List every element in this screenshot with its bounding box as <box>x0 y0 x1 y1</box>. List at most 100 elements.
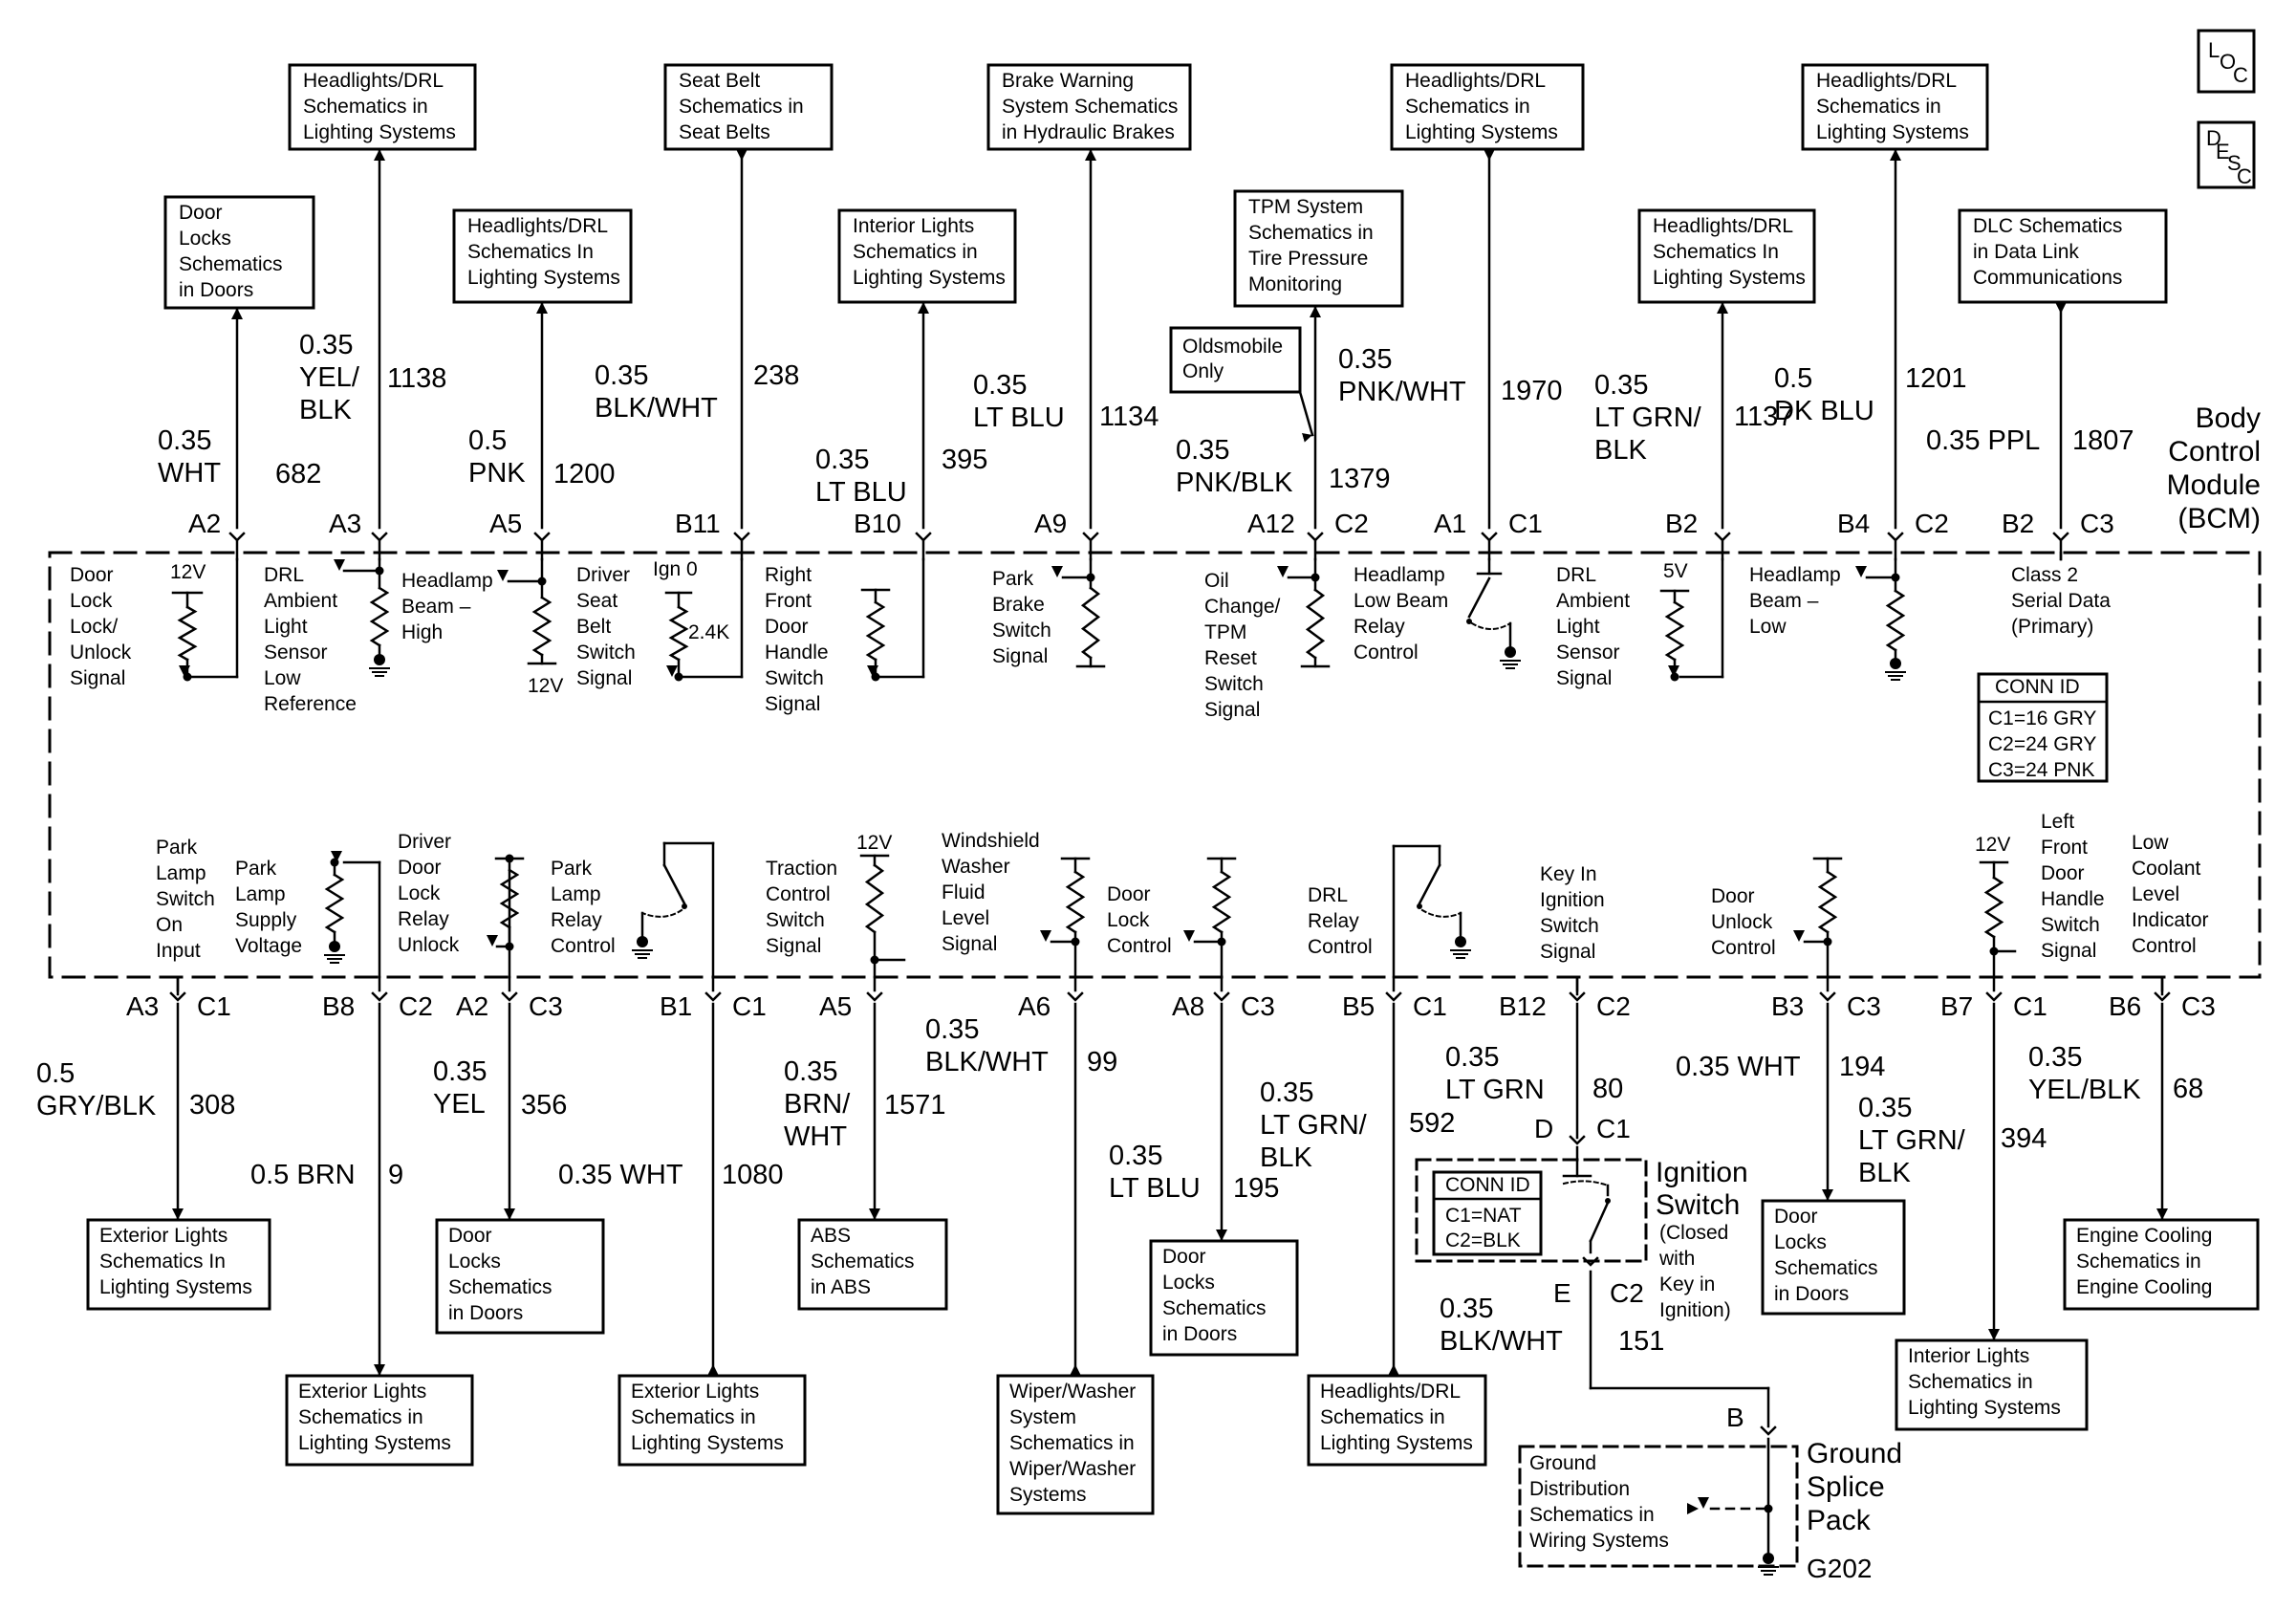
connector-id: C2 <box>399 991 433 1021</box>
internal-label-line: Lamp <box>551 883 601 905</box>
ignition-note-line: with <box>1658 1248 1695 1270</box>
arrow-right-icon <box>1698 1497 1709 1509</box>
wire-color-line: 0.35 <box>2028 1042 2082 1073</box>
relay-pivot <box>1417 903 1422 909</box>
arrow-up-icon <box>231 308 243 319</box>
pin-number: B2 <box>1665 509 1698 538</box>
ground-icon <box>632 936 653 959</box>
internal-label-line: Signal <box>70 667 125 689</box>
internal-label-line: Input <box>156 940 201 962</box>
internal-label-line: Switch <box>2041 914 2100 936</box>
wire-color-line: LT GRN/ <box>1858 1125 1966 1156</box>
reference-line: Tire Pressure <box>1248 248 1368 270</box>
relay-coil-link <box>1420 908 1462 918</box>
pin-number: A5 <box>819 991 852 1021</box>
wire-color-line: 0.35 <box>1260 1077 1313 1108</box>
wire-color-line: 0.35 WHT <box>1676 1052 1801 1082</box>
connector-id: C3 <box>1241 991 1275 1021</box>
reference-line: Schematics in <box>2076 1251 2201 1273</box>
reference-line: Seat Belt <box>679 70 760 92</box>
module-title-line: Module <box>2167 469 2261 501</box>
circuit-number: 238 <box>753 360 799 391</box>
internal-label-line: Change/ <box>1204 596 1281 618</box>
schematic-reference-box <box>617 1374 807 1467</box>
internal-label-line: Seat <box>576 590 617 612</box>
ground-title-line: Splice <box>1807 1471 1885 1503</box>
reference-line: Schematics <box>811 1251 915 1273</box>
reference-line: in Doors <box>1774 1283 1849 1305</box>
ground-icon <box>369 654 390 677</box>
connector-pin-icon <box>1569 991 1586 1002</box>
reference-line: Schematics in <box>303 96 428 118</box>
arrow-down-icon <box>869 1208 880 1220</box>
ground-pin-label: B <box>1726 1403 1744 1432</box>
pin-number: B6 <box>2109 991 2141 1021</box>
reference-line: Exterior Lights <box>631 1381 759 1403</box>
schematic-reference-box <box>1233 189 1404 308</box>
reference-line: Schematics in <box>853 241 978 263</box>
desc-letter: D <box>2206 126 2221 150</box>
wire-color-line: YEL <box>433 1089 486 1120</box>
voltage-label: 12V <box>1975 834 2010 856</box>
pin-number: A5 <box>489 509 522 538</box>
reference-line: Door <box>448 1225 492 1247</box>
internal-label-line: Handle <box>2041 888 2105 910</box>
resistor-icon <box>369 586 390 647</box>
internal-label-line: Reset <box>1204 647 1257 669</box>
pin-number: A2 <box>456 991 488 1021</box>
internal-label-line: Headlamp <box>1354 564 1445 586</box>
ignition-note-line: Key in <box>1659 1273 1715 1295</box>
reference-line: Schematics in <box>1009 1432 1135 1454</box>
wire-color-line: WHT <box>784 1121 847 1152</box>
pin-number: B3 <box>1771 991 1804 1021</box>
reference-line: in Doors <box>1162 1323 1237 1345</box>
reference-line: Locks <box>1162 1272 1215 1294</box>
wire-color-line: PNK/BLK <box>1176 468 1293 498</box>
connector-id: C1 <box>1508 509 1543 538</box>
connector-pin-icon <box>371 532 388 542</box>
internal-label-line: Beam – <box>401 596 471 618</box>
ground-dot <box>637 936 648 947</box>
resistor-icon <box>1065 870 1086 934</box>
arrow-left-icon <box>1051 566 1063 577</box>
reference-line: Seat Belts <box>679 121 770 143</box>
connector-pin-icon <box>501 991 518 1002</box>
resistor-icon <box>865 600 886 662</box>
internal-label-line: Right <box>765 564 812 586</box>
arrow-left-icon <box>331 851 342 862</box>
reference-line: Lighting Systems <box>1908 1397 2061 1419</box>
internal-label-line: Windshield <box>942 830 1040 852</box>
connector-pin-label: B10 <box>854 509 901 538</box>
schematic-reference-box <box>986 63 1192 151</box>
internal-label-line: DRL <box>264 564 304 586</box>
internal-label-line: TPM <box>1204 621 1246 643</box>
internal-label-line: Class 2 <box>2011 564 2078 586</box>
internal-label-line: Relay <box>1354 616 1405 638</box>
wire-color-line: LT BLU <box>815 477 907 508</box>
switch-pivot <box>1605 1198 1611 1204</box>
arrow-down-icon <box>1216 1229 1227 1241</box>
internal-label-line: DRL <box>1308 884 1348 906</box>
arrow-left-icon <box>1277 566 1289 577</box>
circuit-number: 1134 <box>1099 402 1159 432</box>
pin-number: A1 <box>1434 509 1466 538</box>
ignition-note-line: Ignition) <box>1659 1299 1731 1321</box>
ground-icon <box>1885 658 1906 681</box>
circuit-number: 592 <box>1409 1108 1455 1139</box>
reference-line: Exterior Lights <box>298 1381 426 1403</box>
arrow-up-icon <box>374 149 385 161</box>
